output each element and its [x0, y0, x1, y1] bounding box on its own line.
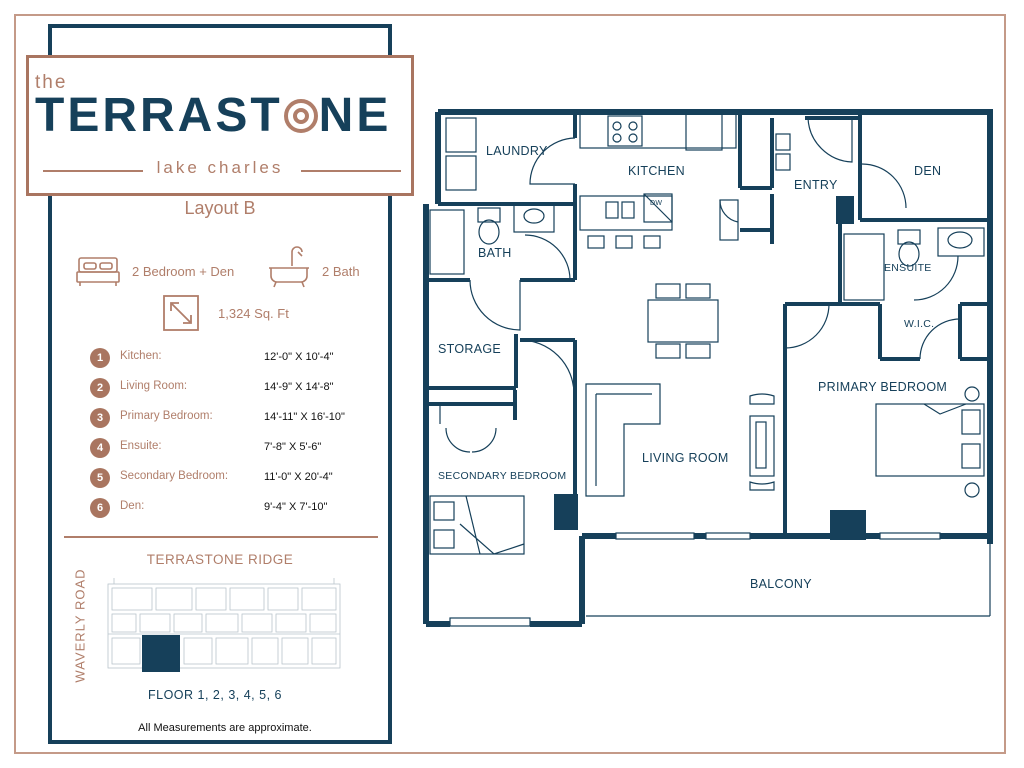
site-key-map [107, 578, 341, 672]
room-row: 4 Ensuite: 7'-8" X 5'-6" [90, 438, 370, 458]
plan-label-dishwasher: DW [650, 200, 663, 207]
room-row: 1 Kitchen: 12'-0" X 10'-4" [90, 348, 370, 368]
plan-label-living-room: LIVING ROOM [642, 451, 729, 465]
road-label: WAVERLY ROAD [72, 568, 88, 683]
floor-list: FLOOR 1, 2, 3, 4, 5, 6 [148, 688, 282, 702]
room-number-badge: 3 [90, 408, 110, 428]
plan-label-laundry: LAUNDRY [486, 144, 548, 158]
panel-divider [64, 536, 378, 538]
logo-the: the [35, 72, 68, 93]
room-row: 2 Living Room: 14'-9" X 14'-8" [90, 378, 370, 398]
logo-name-part-1: TERRAST [35, 89, 283, 142]
brand-logo: the TERRAST NE lake charles [26, 55, 414, 196]
highlighted-unit [142, 635, 180, 672]
plan-label-primary-bedroom: PRIMARY BEDROOM [818, 380, 948, 394]
room-number-badge: 6 [90, 498, 110, 518]
bed-icon [76, 257, 120, 286]
room-name: Living Room: [120, 380, 188, 392]
room-dimensions: 9'-4" X 7'-10" [264, 501, 328, 513]
room-dimensions: 14'-9" X 14'-8" [264, 381, 334, 393]
room-name: Primary Bedroom: [120, 410, 213, 422]
room-name: Kitchen: [120, 350, 162, 362]
outer-frame [14, 14, 1006, 754]
bedroom-count: 2 Bedroom + Den [132, 264, 235, 279]
plan-label-den: DEN [914, 164, 942, 178]
logo-o-ring-icon [283, 99, 318, 133]
room-dimensions: 11'-0" X 20'-4" [264, 471, 333, 483]
plan-label-entry: ENTRY [794, 178, 838, 192]
plan-label-wic: W.I.C. [904, 318, 935, 330]
plan-label-secondary-bedroom: SECONDARY BEDROOM [438, 470, 567, 482]
square-footage-icon [163, 295, 199, 331]
room-row: 5 Secondary Bedroom: 11'-0" X 20'-4" [90, 468, 370, 488]
room-number-badge: 1 [90, 348, 110, 368]
logo-subtitle: lake charles [156, 158, 284, 177]
bath-count: 2 Bath [322, 264, 360, 279]
bathtub-icon [269, 246, 309, 288]
measurement-note: All Measurements are approximate. [138, 722, 312, 734]
plan-label-balcony: BALCONY [750, 577, 812, 591]
logo-name-part-2: NE [318, 89, 392, 142]
room-dimensions: 7'-8" X 5'-6" [264, 441, 322, 453]
room-row: 6 Den: 9'-4" X 7'-10" [90, 498, 370, 518]
room-number-badge: 2 [90, 378, 110, 398]
site-plan-title: TERRASTONE RIDGE [146, 552, 294, 567]
room-dimensions: 12'-0" X 10'-4" [264, 351, 334, 363]
logo-rule-left [43, 170, 143, 172]
layout-title: Layout B [184, 198, 256, 218]
logo-rule-right [301, 170, 401, 172]
floor-plan [423, 109, 993, 627]
logo-wordmark: TERRAST NE [35, 92, 391, 140]
plan-label-ensuite: ENSUITE [884, 262, 932, 274]
room-row: 3 Primary Bedroom: 14'-11" X 16'-10" [90, 408, 370, 428]
room-dimensions: 14'-11" X 16'-10" [264, 411, 345, 423]
square-footage: 1,324 Sq. Ft [218, 306, 289, 321]
room-name: Ensuite: [120, 440, 162, 452]
room-number-badge: 4 [90, 438, 110, 458]
plan-label-kitchen: KITCHEN [628, 164, 685, 178]
room-name: Den: [120, 500, 145, 512]
plan-label-bath: BATH [478, 246, 512, 260]
room-name: Secondary Bedroom: [120, 470, 229, 482]
room-number-badge: 5 [90, 468, 110, 488]
plan-label-storage: STORAGE [438, 342, 501, 356]
